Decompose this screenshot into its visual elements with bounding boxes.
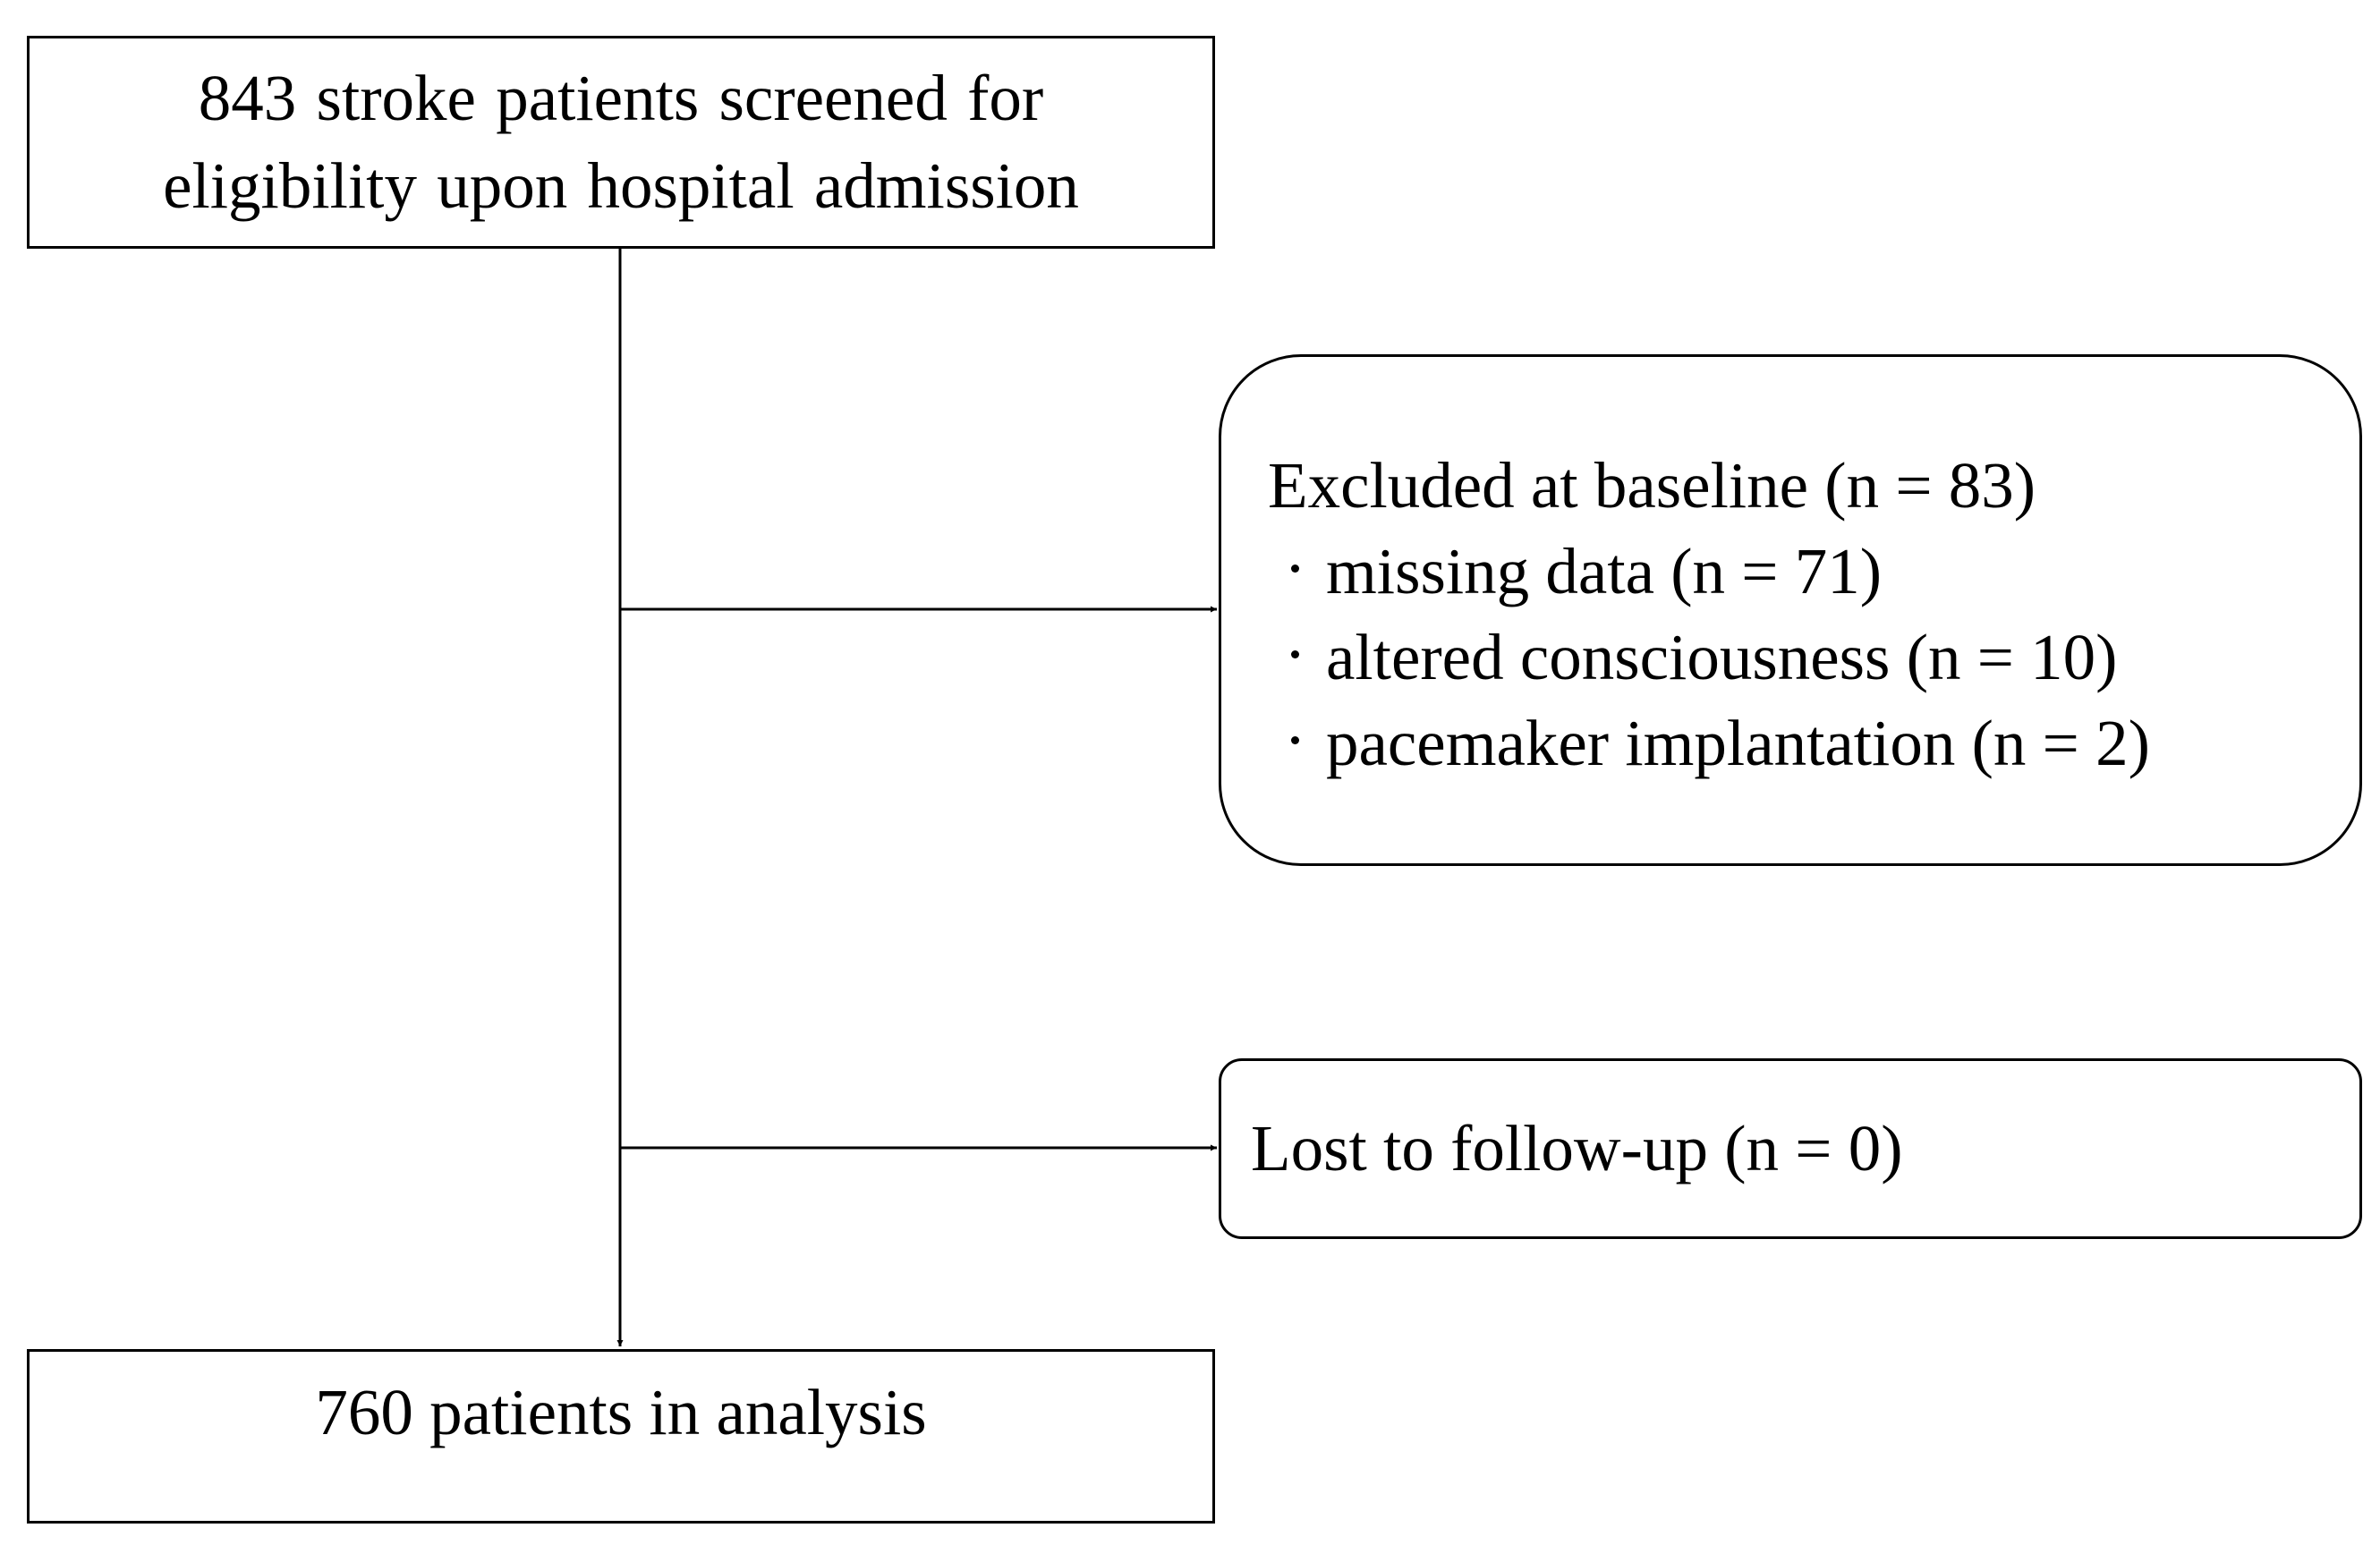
bullet-icon [1291,735,1299,744]
exclusion-reasons-list: missing data (n = 71) altered consciousn… [1291,529,2150,786]
exclusion-item: pacemaker implantation (n = 2) [1291,700,2150,786]
analysis-box: 760 patients in analysis [27,1349,1215,1524]
exclusion-item-label: altered consciousness (n = 10) [1326,621,2118,693]
screened-line-2: eligibility upon hospital admission [163,149,1079,222]
bullet-icon [1291,564,1299,573]
lost-to-follow-up-label: Lost to follow-up (n = 0) [1251,1112,1903,1184]
bullet-icon [1291,649,1299,658]
exclusion-item-label: missing data (n = 71) [1326,535,1883,607]
screened-box: 843 stroke patients screened for eligibi… [27,36,1215,249]
lost-to-follow-up-box: Lost to follow-up (n = 0) [1219,1058,2362,1239]
excluded-box: Excluded at baseline (n = 83) missing da… [1219,354,2362,866]
exclusion-item-label: pacemaker implantation (n = 2) [1326,707,2150,779]
excluded-heading: Excluded at baseline (n = 83) [1268,449,2036,522]
screened-line-1: 843 stroke patients screened for [198,62,1044,134]
exclusion-item: altered consciousness (n = 10) [1291,615,2150,700]
analysis-label: 760 patients in analysis [315,1376,927,1448]
exclusion-item: missing data (n = 71) [1291,529,2150,615]
